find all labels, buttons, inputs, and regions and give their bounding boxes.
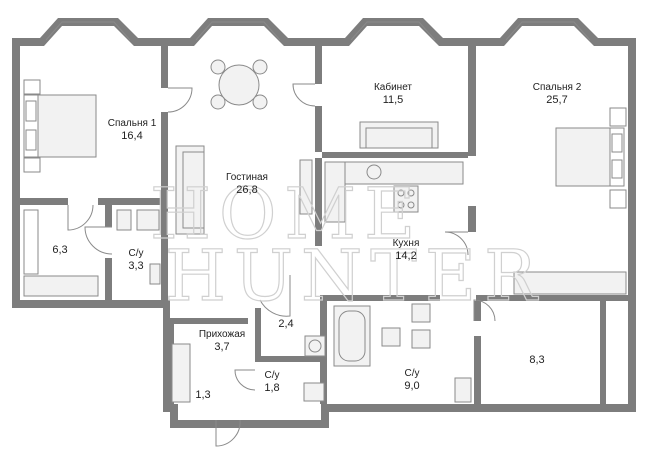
room-area: 9,0 — [404, 380, 420, 392]
room-name: Гостиная — [226, 172, 268, 183]
room-label-pantry: 2,4 — [272, 318, 300, 330]
room-area: 11,5 — [382, 94, 404, 106]
room-label-kitchen: Кухня 14,2 — [378, 238, 434, 262]
room-label-storage1: 6,3 — [45, 244, 75, 256]
room-area: 8,3 — [529, 354, 545, 366]
room-name: Прихожая — [198, 329, 246, 340]
kitchen-counter-icon — [324, 161, 346, 223]
doors — [67, 83, 496, 447]
room-area: 3,7 — [214, 341, 230, 353]
room-label-hall: Прихожая 3,7 — [190, 329, 254, 353]
svg-text:HOME: HOME — [150, 173, 423, 255]
furniture — [23, 59, 627, 403]
room-area: 3,3 — [128, 260, 144, 272]
study-sofa-icon — [359, 121, 439, 149]
room-area: 26,8 — [236, 184, 258, 196]
bed-2-icon — [555, 127, 611, 187]
room-name: С/у — [264, 370, 280, 381]
toilet-icon — [116, 209, 132, 231]
room-name: С/у — [128, 248, 144, 259]
room-area: 14,2 — [395, 250, 417, 262]
room-area: 2,4 — [278, 318, 294, 330]
room-name: Кабинет — [373, 82, 413, 93]
room-name: Кухня — [392, 238, 420, 249]
room-name: С/у — [404, 368, 420, 379]
room-label-bedroom1: Спальня 1 16,4 — [98, 118, 166, 142]
room-label-living: Гостиная 26,8 — [208, 172, 286, 196]
room-area: 16,4 — [121, 130, 143, 142]
room-name: Спальня 2 — [532, 82, 582, 93]
dining-table-icon — [218, 64, 260, 106]
room-label-utility: 8,3 — [522, 354, 552, 366]
room-label-bedroom2: Спальня 2 25,7 — [518, 82, 596, 106]
room-area: 1,3 — [195, 389, 211, 401]
room-area: 25,7 — [546, 94, 568, 106]
room-area: 6,3 — [52, 244, 68, 256]
watermark: HOME HUNTER — [149, 172, 545, 317]
room-name: Спальня 1 — [107, 118, 157, 129]
svg-text:HUNTER: HUNTER — [165, 235, 545, 317]
room-label-bath3: С/у 9,0 — [394, 368, 430, 392]
room-label-closet: 1,3 — [190, 389, 216, 401]
room-label-wc2: С/у 1,8 — [256, 370, 288, 394]
bed-icon — [37, 94, 97, 158]
room-area: 1,8 — [264, 382, 280, 394]
room-label-bath1: С/у 3,3 — [118, 248, 154, 272]
stove-icon — [393, 185, 419, 213]
sofa-icon — [175, 145, 205, 235]
room-label-study: Кабинет 11,5 — [358, 82, 428, 106]
